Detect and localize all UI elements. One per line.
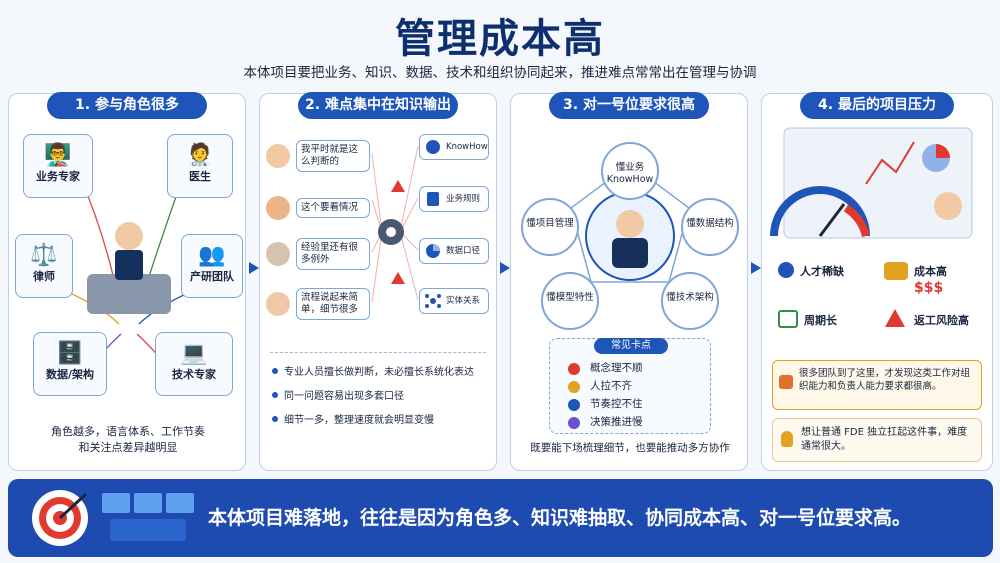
stats-grid: 人才稀缺 成本高 $$$ 周期长 返工风险高 [772, 258, 982, 348]
banner-text: 本体项目难落地，往往是因为角色多、知识难抽取、协同成本高、对一号位要求高。 [208, 507, 912, 529]
presenter-icon: 👨‍🏫 [44, 143, 72, 168]
stat-cost: 成本高 [914, 265, 947, 278]
doctor-icon: 🧑‍⚕️ [186, 143, 214, 168]
trend-chart-icon [865, 141, 915, 185]
warning-icon [391, 180, 405, 192]
speech-bubble: 经验里还有很多例外 [296, 238, 370, 270]
network-icon [425, 294, 441, 308]
flow-arrow-3-icon [751, 262, 761, 274]
divider [270, 352, 486, 353]
warning-icon [885, 309, 905, 327]
role-lawyer: ⚖️ 律师 [15, 234, 73, 298]
hurdle-item: 决策推进慢 [590, 416, 643, 428]
leader-caption: 既要能下场梳理细节，也要能推动多方协作 [530, 442, 730, 454]
knowledge-bullet: 同一问题容易出现多套口径 [272, 390, 404, 404]
output-business-rules: 业务规则 [419, 186, 489, 212]
stat-duration: 周期长 [804, 314, 837, 327]
panel-roles: 1. 参与角色很多 👨‍🏫 业务专家 🧑‍⚕️ 医生 ⚖️ 律师 👥 产研团队 … [8, 92, 246, 471]
manager-figure [115, 222, 143, 250]
pie-chart-icon [426, 244, 440, 258]
skill-tech: 懂技术架构 [661, 272, 719, 330]
panel-pressure-header: 4. 最后的项目压力 [800, 92, 954, 119]
checklist-icon [427, 192, 439, 206]
summary-banner: 本体项目难落地，往往是因为角色多、知识难抽取、协同成本高、对一号位要求高。 [8, 479, 993, 557]
skill-business: 懂业务KnowHow [601, 142, 659, 200]
panel-leader-header: 3. 对一号位要求很高 [549, 92, 709, 119]
database-icon: 🗄️ [56, 341, 84, 366]
note-bulb: 想让普通 FDE 独立扛起这件事，难度通常很大。 [772, 418, 982, 462]
output-knowhow: KnowHow [419, 134, 489, 160]
hurdle-item: 人拉不齐 [590, 380, 632, 392]
mixing-console [87, 274, 171, 314]
star-icon [779, 375, 793, 389]
role-doctor: 🧑‍⚕️ 医生 [167, 134, 233, 198]
stressed-person-icon [934, 192, 962, 220]
role-data-architecture: 🗄️ 数据/架构 [33, 332, 107, 396]
leader-ring [570, 163, 690, 283]
page-subtitle: 本体项目要把业务、知识、数据、技术和组织协同起来，推进难点常常出在管理与协调 [243, 65, 757, 81]
roles-caption: 角色越多，语言体系、工作节奏 和关注点差异越明显 [51, 425, 205, 454]
code-laptop-icon: 💻 [180, 341, 208, 366]
hurdles-box: 常见卡点 概念理不顺 人拉不齐 节奏控不住 决策推进慢 [549, 338, 711, 434]
skill-project: 懂项目管理 [521, 198, 579, 256]
calendar-icon [778, 310, 798, 328]
pressure-illustration [770, 127, 973, 239]
flow-arrow-1-icon [249, 262, 259, 274]
role-product-team: 👥 产研团队 [181, 234, 243, 298]
clock-icon [568, 399, 580, 411]
rocket-icon [568, 417, 580, 429]
warning-icon [391, 272, 405, 284]
stat-rework: 返工风险高 [914, 314, 969, 327]
panel-leader: 3. 对一号位要求很高 懂业务KnowHow 懂项目管理 懂数据结构 懂模型特性… [510, 92, 748, 471]
scales-icon: ⚖️ [30, 243, 58, 268]
stat-talent: 人才稀缺 [800, 265, 844, 278]
note-star: 很多团队到了这里，才发现这类工作对组织能力和负责人能力要求都很高。 [772, 360, 982, 410]
expert-face-icon [266, 144, 290, 168]
target-icon [32, 490, 88, 546]
team-icon: 👥 [198, 243, 226, 268]
monitoring-room-icon [102, 493, 194, 541]
skill-model: 懂模型特性 [541, 272, 599, 330]
panel-knowledge-header: 2. 难点集中在知识输出 [298, 92, 458, 119]
role-business-expert: 👨‍🏫 业务专家 [23, 134, 93, 198]
knowledge-flow-diagram [371, 145, 419, 303]
expert-face-icon [266, 242, 290, 266]
knowledge-bullet: 细节一多，整理速度就会明显变慢 [272, 414, 434, 428]
question-icon [568, 363, 580, 375]
output-data-definition: 数据口径 [419, 238, 489, 264]
output-entity-relations: 实体关系 [419, 288, 489, 314]
flow-arrow-2-icon [500, 262, 510, 274]
hurdle-item: 节奏控不住 [590, 398, 643, 410]
expert-face-icon [266, 292, 290, 316]
panel-roles-header: 1. 参与角色很多 [47, 92, 207, 119]
hurdle-item: 概念理不顺 [590, 362, 643, 374]
speech-bubble: 流程说起来简单，细节很多 [296, 288, 370, 320]
hurdles-title: 常见卡点 [594, 338, 668, 354]
people-icon [568, 381, 580, 393]
talent-icon [778, 262, 794, 278]
speedometer-icon [770, 186, 870, 237]
expert-face-icon [266, 196, 290, 220]
lightbulb-icon [781, 431, 793, 447]
panel-knowledge: 2. 难点集中在知识输出 我平时就是这么判断的 这个要看情况 经验里还有很多例外… [259, 92, 497, 471]
page-title: 管理成本高 [395, 16, 605, 62]
skill-data: 懂数据结构 [681, 198, 739, 256]
panel-pressure: 4. 最后的项目压力 人才稀缺 成本高 $$$ 周期长 返工风险高 很多团队到了… [761, 92, 993, 471]
cost-symbol: $$$ [914, 280, 944, 296]
speech-bubble: 这个要看情况 [296, 198, 370, 218]
speech-bubble: 我平时就是这么判断的 [296, 140, 370, 172]
role-tech-expert: 💻 技术专家 [155, 332, 233, 396]
coins-icon [884, 262, 908, 280]
brain-icon [426, 140, 440, 154]
knowledge-bullet: 专业人员擅长做判断，未必擅长系统化表达 [272, 366, 474, 380]
